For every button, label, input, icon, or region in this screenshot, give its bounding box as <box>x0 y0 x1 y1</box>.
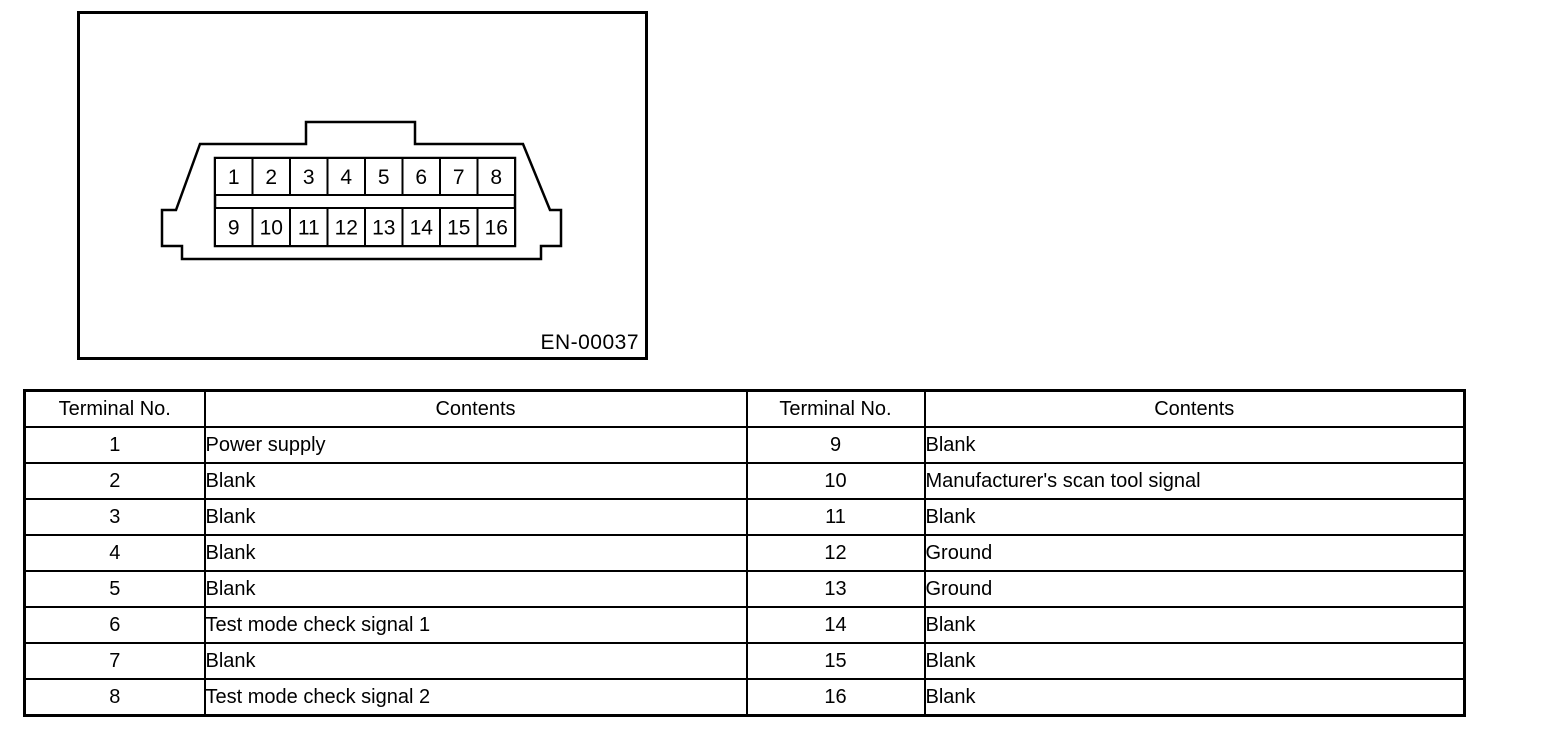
terminal-number-cell: 7 <box>23 642 206 680</box>
contents-cell: Manufacturer's scan tool signal <box>923 462 1466 500</box>
column-header-terminal-no: Terminal No. <box>23 389 206 428</box>
terminal-number-cell: 2 <box>23 462 206 500</box>
pin-cell-11 <box>289 207 329 247</box>
pin-cell-14 <box>401 207 441 247</box>
pin-number-label: 10 <box>260 217 283 240</box>
pin-number-label: 2 <box>265 166 277 189</box>
contents-cell: Test mode check signal 1 <box>203 606 748 644</box>
contents-cell: Blank <box>203 498 748 536</box>
contents-cell: Blank <box>203 462 748 500</box>
terminal-number-cell: 8 <box>23 678 206 717</box>
pin-number-label: 8 <box>490 166 502 189</box>
pin-number-label: 16 <box>485 217 508 240</box>
terminal-number-cell: 1 <box>23 426 206 464</box>
contents-cell: Blank <box>203 534 748 572</box>
contents-cell: Blank <box>923 498 1466 536</box>
terminal-number-cell: 6 <box>23 606 206 644</box>
pin-cell-5 <box>364 157 404 196</box>
pin-number-label: 14 <box>410 217 434 240</box>
pin-number-label: 11 <box>298 217 320 240</box>
terminal-number-cell: 3 <box>23 498 206 536</box>
column-header-contents: Contents <box>923 389 1466 428</box>
pin-number-label: 5 <box>378 166 390 189</box>
pin-number-label: 6 <box>415 166 427 189</box>
contents-cell: Blank <box>203 642 748 680</box>
figure-code: EN-00037 <box>540 331 639 354</box>
contents-cell: Blank <box>923 678 1466 717</box>
terminal-number-cell: 13 <box>745 570 926 608</box>
contents-cell: Blank <box>923 426 1466 464</box>
contents-cell: Ground <box>923 570 1466 608</box>
terminal-number-cell: 10 <box>745 462 926 500</box>
contents-cell: Blank <box>923 642 1466 680</box>
terminal-number-cell: 12 <box>745 534 926 572</box>
pin-number-label: 7 <box>453 166 465 189</box>
terminal-number-cell: 9 <box>745 426 926 464</box>
pin-cell-8 <box>476 157 516 196</box>
pin-cell-3 <box>289 157 329 196</box>
terminal-number-cell: 15 <box>745 642 926 680</box>
pin-number-label: 3 <box>303 166 315 189</box>
column-header-contents: Contents <box>203 389 748 428</box>
pin-cell-6 <box>401 157 441 196</box>
terminal-number-cell: 5 <box>23 570 206 608</box>
pin-cell-16 <box>476 207 516 247</box>
pin-number-label: 12 <box>335 217 358 240</box>
contents-cell: Power supply <box>203 426 748 464</box>
contents-cell: Ground <box>923 534 1466 572</box>
pin-number-label: 1 <box>228 166 240 189</box>
pin-cell-4 <box>326 157 366 196</box>
terminal-number-cell: 16 <box>745 678 926 717</box>
column-header-terminal-no: Terminal No. <box>745 389 926 428</box>
pin-cell-1 <box>214 157 254 196</box>
terminal-number-cell: 14 <box>745 606 926 644</box>
pin-number-label: 9 <box>228 217 240 240</box>
terminal-number-cell: 4 <box>23 534 206 572</box>
terminal-number-cell: 11 <box>745 498 926 536</box>
pin-cell-13 <box>364 207 404 247</box>
pin-number-label: 15 <box>447 217 470 240</box>
contents-cell: Blank <box>203 570 748 608</box>
pin-number-label: 13 <box>372 217 395 240</box>
contents-cell: Test mode check signal 2 <box>203 678 748 717</box>
contents-cell: Blank <box>923 606 1466 644</box>
pin-number-label: 4 <box>340 166 352 189</box>
